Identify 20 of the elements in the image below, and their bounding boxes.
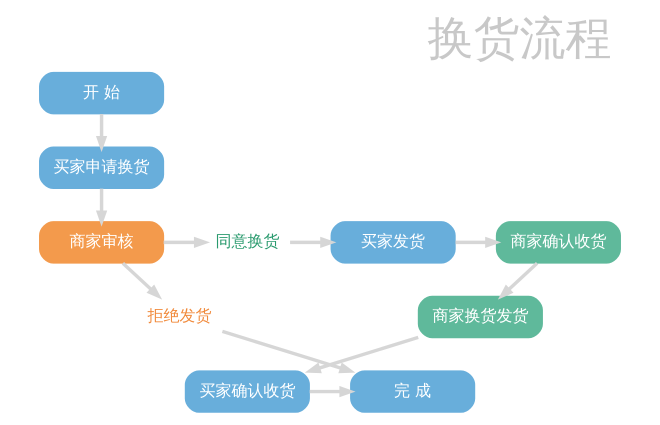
arrow: [304, 336, 419, 374]
node-box: 商家确认收货: [496, 221, 621, 264]
arrow: [122, 262, 162, 300]
node-box: 买家发货: [330, 221, 456, 264]
node-box: 买家申请换货: [39, 146, 164, 189]
arrow: [498, 262, 538, 300]
arrow: [164, 236, 210, 248]
node-text: 拒绝发货: [148, 306, 212, 326]
arrow: [310, 386, 356, 398]
node-box: 完 成: [350, 370, 476, 413]
node-box: 买家确认收货: [184, 370, 310, 413]
arrow: [290, 236, 336, 248]
arrow: [96, 188, 108, 227]
node-box: 商家换货发货: [418, 296, 543, 338]
arrow: [455, 236, 502, 248]
node-box: 商家审核: [39, 221, 164, 264]
node-box: 开 始: [39, 72, 164, 114]
node-text: 同意换货: [215, 232, 280, 251]
arrow: [96, 114, 108, 152]
arrow: [222, 330, 356, 374]
